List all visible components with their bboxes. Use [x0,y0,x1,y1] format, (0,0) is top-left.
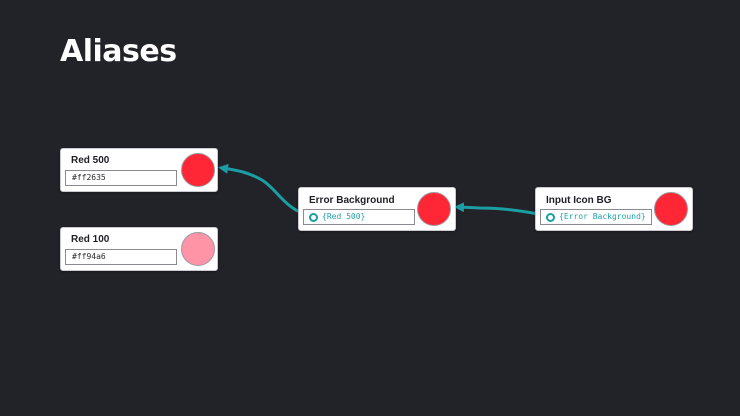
alias-reference: {Red 500} [322,212,366,221]
page-title: Aliases [60,34,177,69]
token-name: Input Icon BG [546,195,612,206]
color-swatch [417,192,451,226]
color-swatch [654,192,688,226]
alias-reference: {Error Background} [559,212,646,221]
token-alias-field[interactable]: {Error Background} [540,209,652,225]
token-card-red-100[interactable]: Red 100 #ff94a6 [60,227,218,271]
alias-port-icon[interactable] [546,213,555,222]
token-value-field[interactable]: #ff2635 [65,170,177,186]
token-name: Error Background [309,195,395,206]
token-card-red-500[interactable]: Red 500 #ff2635 [60,148,218,192]
token-alias-field[interactable]: {Red 500} [303,209,415,225]
token-name: Red 100 [71,234,110,245]
token-name: Red 500 [71,155,110,166]
token-card-error-background[interactable]: Error Background {Red 500} [298,187,456,231]
color-swatch [181,153,215,187]
color-swatch [181,232,215,266]
token-card-input-icon-bg[interactable]: Input Icon BG {Error Background} [535,187,693,231]
token-value-field[interactable]: #ff94a6 [65,249,177,265]
alias-port-icon[interactable] [309,213,318,222]
link-error-to-red500 [218,163,312,218]
